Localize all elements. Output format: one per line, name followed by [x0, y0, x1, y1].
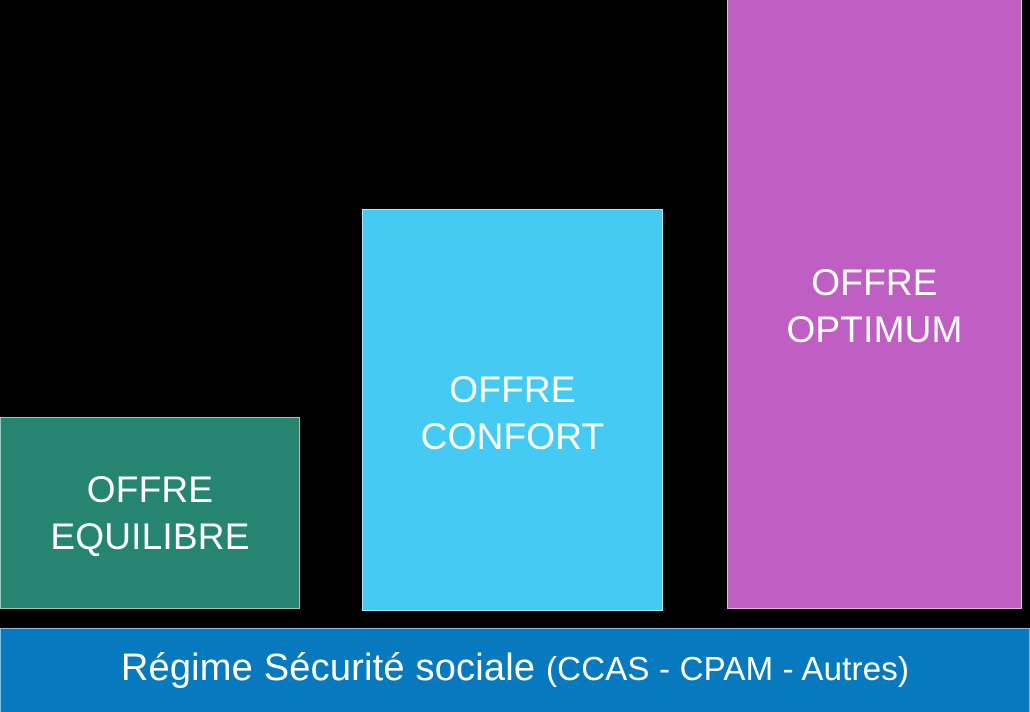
base-band-main-text: Régime Sécurité sociale	[120, 646, 546, 689]
bar-label-equilibre-line2: EQUILIBRE	[50, 516, 250, 557]
bar-label-confort-line2: CONFORT	[420, 416, 605, 457]
bar-label-equilibre: OFFRE EQUILIBRE	[1, 467, 299, 560]
bar-regime-securite-sociale[interactable]: Régime Sécurité sociale (CCAS - CPAM - A…	[0, 628, 1030, 712]
bar-offre-confort[interactable]: OFFRE CONFORT	[362, 209, 663, 611]
bar-label-optimum: OFFRE OPTIMUM	[728, 260, 1021, 353]
bar-label-optimum-line2: OPTIMUM	[786, 308, 963, 350]
base-band-label: Régime Sécurité sociale (CCAS - CPAM - A…	[1, 645, 1029, 693]
bar-offre-equilibre[interactable]: OFFRE EQUILIBRE	[0, 417, 300, 609]
bar-offre-optimum[interactable]: OFFRE OPTIMUM	[727, 0, 1022, 609]
bar-label-equilibre-line1: OFFRE	[86, 469, 214, 511]
bar-label-optimum-line1: OFFRE	[811, 261, 938, 303]
bar-label-confort: OFFRE CONFORT	[363, 367, 662, 460]
base-band-sub-text: (CCAS - CPAM - Autres)	[545, 649, 910, 687]
bar-label-confort-line1: OFFRE	[449, 369, 576, 411]
